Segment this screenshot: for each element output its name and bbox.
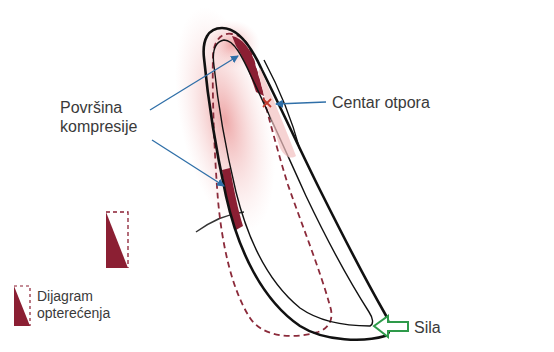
leader-arrow (276, 102, 326, 104)
tooth-outline (204, 28, 390, 340)
compression-label: Površina kompresije (60, 98, 150, 136)
load-diagram (14, 286, 30, 326)
resistance-center-label: Centar otpora (332, 93, 472, 112)
gingiva (258, 68, 296, 158)
load-diagram-label: Dijagram opterećenja (37, 288, 129, 322)
pulp-outline (213, 40, 372, 326)
load-diagram (106, 212, 128, 268)
leader-arrow (152, 140, 224, 186)
resistance-center-mark (263, 99, 271, 107)
force-label: Sila (414, 318, 474, 337)
leader-arrow (150, 56, 238, 110)
displaced-tooth-outline (213, 34, 332, 336)
force-arrow (374, 316, 408, 337)
